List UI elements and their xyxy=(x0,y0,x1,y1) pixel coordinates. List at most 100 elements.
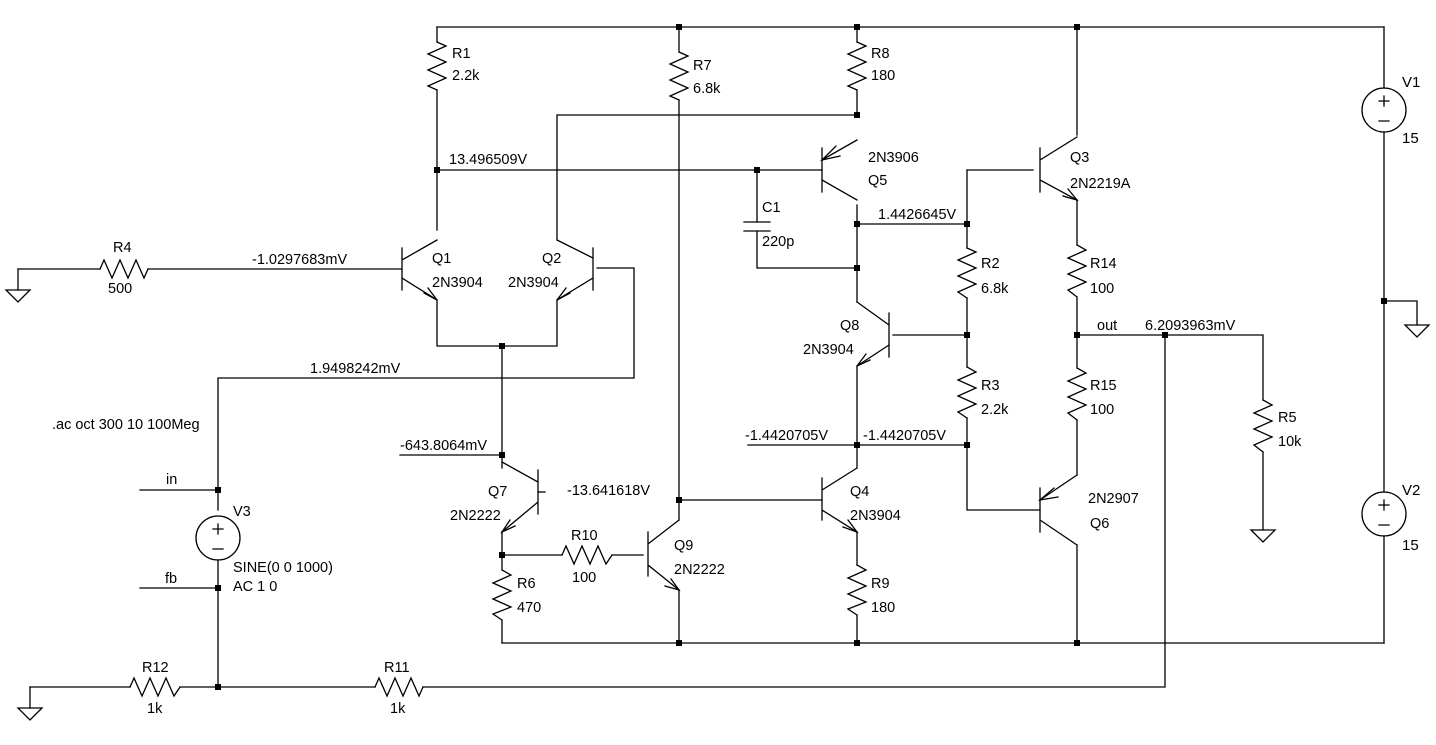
junction xyxy=(499,552,505,558)
label-r3-ref: R3 xyxy=(981,378,1000,394)
junction xyxy=(215,684,221,690)
label-r2-ref: R2 xyxy=(981,256,1000,272)
label-r5-ref: R5 xyxy=(1278,410,1297,426)
label-r9-value: 180 xyxy=(871,600,895,616)
junction xyxy=(676,640,682,646)
label-q3-ref: Q3 xyxy=(1070,150,1089,166)
junction xyxy=(1074,24,1080,30)
label-r7-ref: R7 xyxy=(693,58,712,74)
node-voltage-labels: 13.496509V -1.0297683mV 1.9498242mV -643… xyxy=(52,152,1236,587)
transistor-q9[interactable] xyxy=(647,519,681,592)
voltage-source-v1[interactable] xyxy=(1361,87,1407,133)
node-voltage-q2-base: 1.9498242mV xyxy=(310,361,401,377)
transistor-q4[interactable] xyxy=(821,467,859,534)
label-r8-value: 180 xyxy=(871,68,895,84)
transistor-q7[interactable] xyxy=(500,461,539,534)
junction xyxy=(964,442,970,448)
resistor-r14[interactable] xyxy=(1066,244,1088,298)
junction xyxy=(854,442,860,448)
capacitor-c1[interactable] xyxy=(743,221,771,232)
label-q1-model: 2N3904 xyxy=(432,275,483,291)
label-v3-ref: V3 xyxy=(233,504,251,520)
resistor-r12[interactable] xyxy=(129,676,181,698)
resistor-r8[interactable] xyxy=(846,41,868,91)
label-r4-ref: R4 xyxy=(113,240,132,256)
junction xyxy=(854,265,860,271)
net-label-out: out xyxy=(1097,318,1117,334)
label-q5-model: 2N3906 xyxy=(868,150,919,166)
node-voltage-out: 6.2093963mV xyxy=(1145,318,1236,334)
junction xyxy=(1074,640,1080,646)
label-r6-value: 470 xyxy=(517,600,541,616)
resistor-r3[interactable] xyxy=(956,366,978,419)
label-v3-line2: AC 1 0 xyxy=(233,579,277,595)
label-r15-ref: R15 xyxy=(1090,378,1117,394)
voltage-source-v2[interactable] xyxy=(1361,491,1407,537)
transistors xyxy=(401,136,1079,592)
resistor-r9[interactable] xyxy=(846,564,868,616)
label-r12-ref: R12 xyxy=(142,660,169,676)
label-q6-ref: Q6 xyxy=(1090,516,1109,532)
node-voltage-q7-base: -643.8064mV xyxy=(400,438,487,454)
label-r8-ref: R8 xyxy=(871,46,890,62)
transistor-q6[interactable] xyxy=(1037,474,1078,546)
node-voltage-q4-collector-left: -1.4420705V xyxy=(745,428,828,444)
voltage-source-v3[interactable] xyxy=(195,515,241,561)
label-r1-value: 2.2k xyxy=(452,68,480,84)
label-v1-value: 15 xyxy=(1402,130,1419,147)
resistor-r11[interactable] xyxy=(374,676,424,698)
label-r9-ref: R9 xyxy=(871,576,890,592)
label-r10-ref: R10 xyxy=(571,528,598,544)
label-r15-value: 100 xyxy=(1090,402,1114,418)
label-r11-ref: R11 xyxy=(384,660,410,676)
label-r4-value: 500 xyxy=(108,281,132,297)
transistor-q3[interactable] xyxy=(1039,136,1079,202)
label-q4-model: 2N3904 xyxy=(850,508,901,524)
junction xyxy=(1162,332,1168,338)
junction xyxy=(215,585,221,591)
junction xyxy=(499,343,505,349)
label-v2-value: 15 xyxy=(1402,537,1419,554)
label-q2-model: 2N3904 xyxy=(508,275,559,291)
transistor-q5[interactable] xyxy=(819,139,858,201)
resistor-r1[interactable] xyxy=(426,41,448,91)
label-q8-ref: Q8 xyxy=(840,318,859,334)
label-q4-ref: Q4 xyxy=(850,484,869,500)
label-r14-value: 100 xyxy=(1090,281,1114,297)
resistor-r6[interactable] xyxy=(491,569,513,621)
junction xyxy=(676,24,682,30)
label-r7-value: 6.8k xyxy=(693,81,721,97)
label-r1-ref: R1 xyxy=(452,46,471,62)
transistor-q8[interactable] xyxy=(856,301,890,367)
spice-directive[interactable]: .ac oct 300 10 100Meg xyxy=(52,417,200,433)
junction xyxy=(964,332,970,338)
ground-icon xyxy=(16,707,44,721)
label-q1-ref: Q1 xyxy=(432,251,451,267)
resistor-r15[interactable] xyxy=(1066,367,1088,421)
ground-icon xyxy=(1249,529,1277,543)
resistor-r2[interactable] xyxy=(956,247,978,299)
resistor-r7[interactable] xyxy=(668,51,690,101)
node-voltage-q1-collector: 13.496509V xyxy=(449,152,528,168)
label-v1-ref: V1 xyxy=(1402,74,1420,91)
resistor-r5[interactable] xyxy=(1252,399,1274,453)
junction xyxy=(854,640,860,646)
component-labels: R1 2.2k R7 6.8k R8 180 2N3906 Q5 Q3 2N22… xyxy=(108,46,1420,717)
label-r10-value: 100 xyxy=(572,570,596,586)
label-r12-value: 1k xyxy=(147,701,163,717)
resistor-r10[interactable] xyxy=(561,544,613,566)
transistor-q1[interactable] xyxy=(401,239,438,301)
junction xyxy=(964,221,970,227)
node-voltage-q4-collector-right: -1.4420705V xyxy=(863,428,946,444)
junction xyxy=(499,452,505,458)
resistor-r4[interactable] xyxy=(99,258,149,280)
transistor-q2[interactable] xyxy=(556,239,594,301)
label-q9-ref: Q9 xyxy=(674,538,693,554)
label-q6-model: 2N2907 xyxy=(1088,491,1139,507)
junction xyxy=(676,497,682,503)
junction xyxy=(854,221,860,227)
label-r11-value: 1k xyxy=(390,701,406,717)
label-q5-ref: Q5 xyxy=(868,173,887,189)
ground-icon xyxy=(4,289,32,303)
